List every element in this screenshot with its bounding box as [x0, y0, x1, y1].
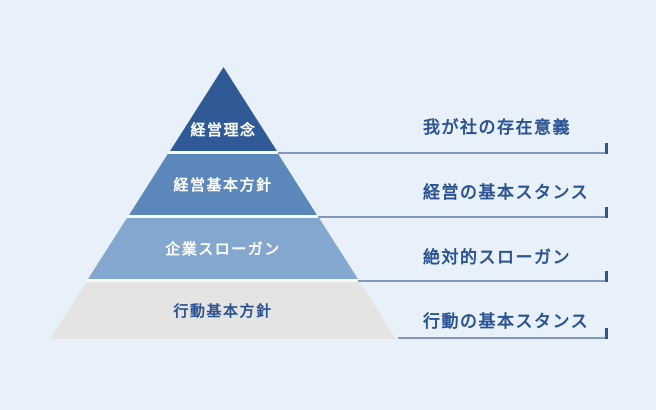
connector-line-4: [398, 328, 608, 339]
connector-tick: [605, 271, 608, 282]
tier-label-corporate-slogan: 企業スローガン: [165, 240, 281, 258]
tier-separator: [168, 151, 278, 154]
tier-action-basic-policy: 行動基本方針: [50, 282, 396, 339]
connector-line-3: [358, 271, 608, 282]
tier-label-management-philosophy: 経営理念: [190, 121, 257, 139]
connector-line-2: [318, 207, 608, 218]
connector-line-1: [278, 143, 608, 154]
tier-separator: [127, 215, 318, 218]
tier-management-basic-policy: 経営基本方針: [129, 154, 317, 215]
callout-label-corporate-slogan: 絶対的スローガン: [423, 248, 571, 268]
connector-tick: [605, 207, 608, 218]
tier-label-action-basic-policy: 行動基本方針: [173, 302, 273, 320]
tier-label-management-basic-policy: 経営基本方針: [173, 176, 273, 194]
tier-separator: [87, 279, 359, 282]
callout-label-management-basic-policy: 経営の基本スタンス: [423, 183, 590, 203]
connector-tick: [605, 143, 608, 154]
connector-tick: [605, 328, 608, 339]
tier-management-philosophy: 経営理念: [170, 67, 277, 151]
callout-label-management-philosophy: 我が社の存在意義: [423, 118, 571, 138]
callout-label-action-basic-policy: 行動の基本スタンス: [423, 312, 590, 332]
tier-corporate-slogan: 企業スローガン: [88, 218, 358, 279]
